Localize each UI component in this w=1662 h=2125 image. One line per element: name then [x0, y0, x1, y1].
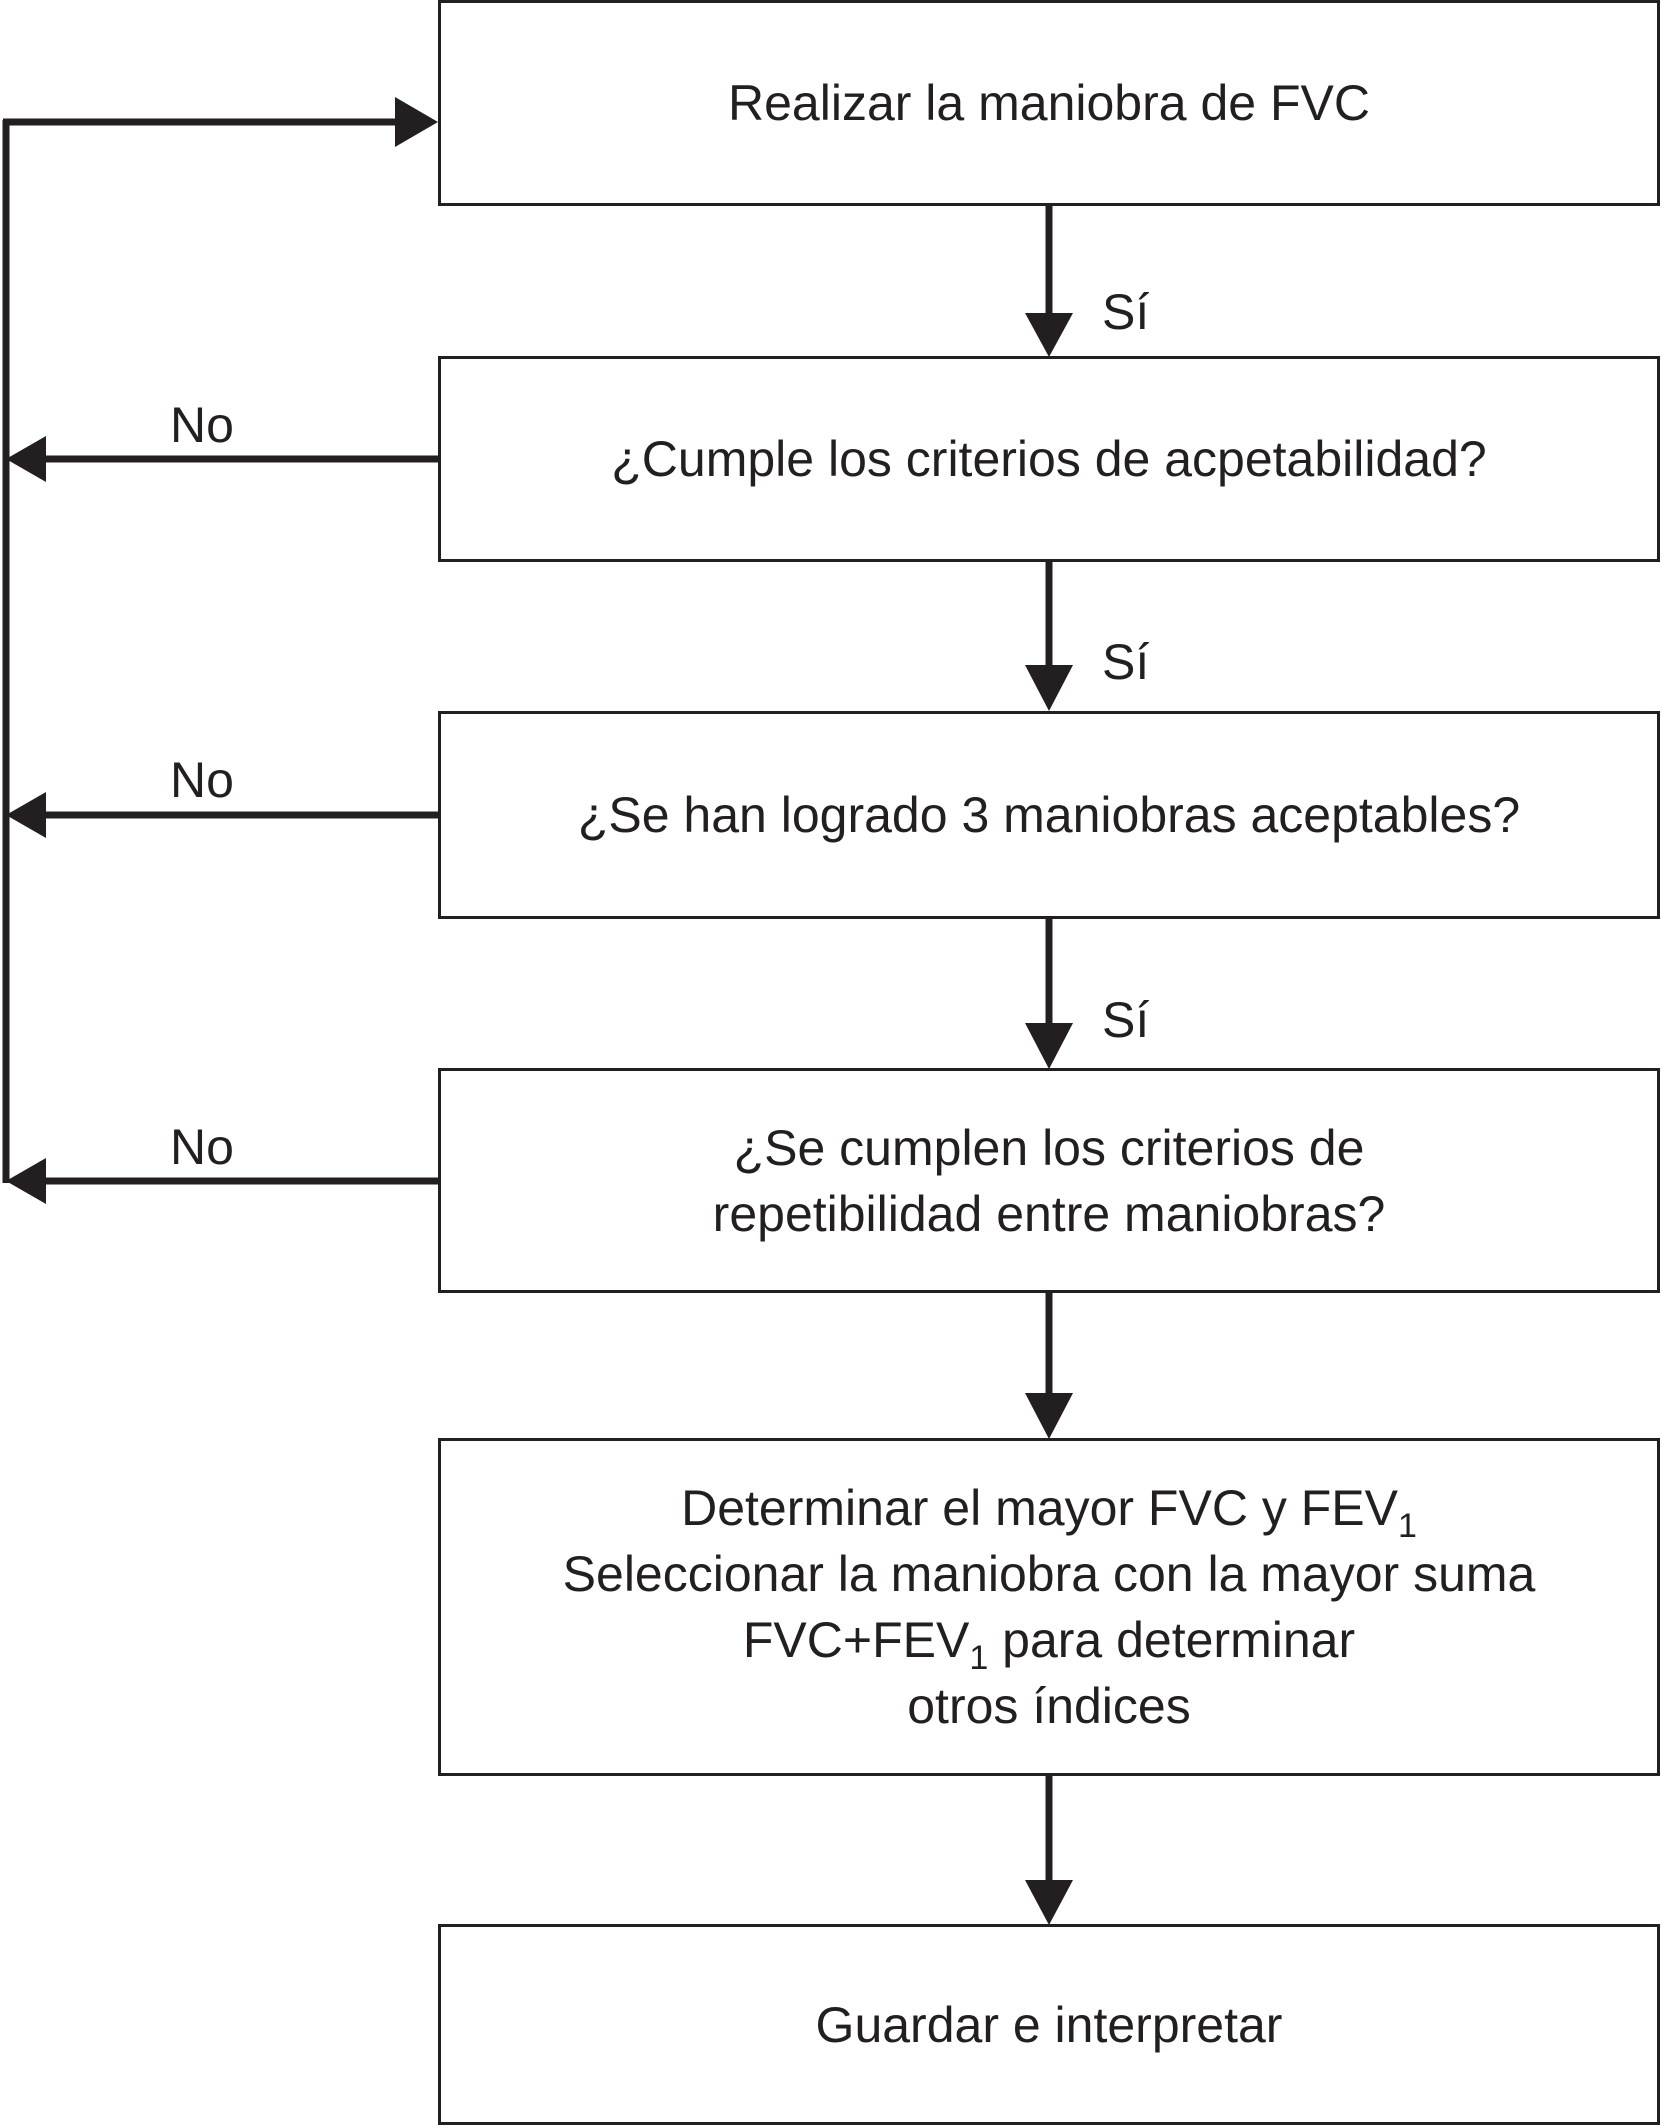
step-acceptability-check: ¿Cumple los criterios de acpetabilidad?	[438, 356, 1660, 562]
step-three-acceptable-check: ¿Se han logrado 3 maniobras aceptables?	[438, 711, 1660, 919]
arrow-5-head	[1025, 1880, 1073, 1925]
no-arrow-3-head	[6, 1158, 46, 1204]
step-perform-maneuver: Realizar la maniobra de FVC	[438, 0, 1660, 206]
determine-line1-text: Determinar el mayor FVC y FEV	[681, 1480, 1398, 1536]
no-arrow-2-head	[6, 792, 46, 838]
no-label-2: No	[170, 752, 234, 808]
arrow-4-head	[1025, 1393, 1073, 1439]
determine-line3-subscript: 1	[969, 1639, 989, 1677]
arrow-3-head	[1025, 1023, 1073, 1069]
no-arrow-1-head	[6, 436, 46, 482]
no-label-3: No	[170, 1119, 234, 1175]
arrow-1-head	[1025, 313, 1073, 357]
step-three-acceptable-text: ¿Se han logrado 3 maniobras aceptables?	[577, 787, 1521, 843]
step-determine-best: Determinar el mayor FVC y FEV1 Seleccion…	[438, 1438, 1660, 1776]
step-save-text: Guardar e interpretar	[815, 1996, 1283, 2053]
arrow-2-head	[1025, 665, 1073, 711]
step-save-interpret: Guardar e interpretar	[438, 1924, 1660, 2125]
yes-label-2: Sí	[1102, 634, 1150, 690]
determine-line3-text-b: para determinar	[988, 1612, 1356, 1668]
determine-line1-subscript: 1	[1397, 1507, 1417, 1545]
step-determine-line4: otros índices	[907, 1678, 1191, 1734]
step-repeatability-line2: repetibilidad entre maniobras?	[712, 1185, 1386, 1242]
step-acceptability-text: ¿Cumple los criterios de acpetabilidad?	[611, 431, 1487, 487]
determine-line3-text-a: FVC+FEV	[742, 1612, 970, 1668]
step-determine-line2: Seleccionar la maniobra con la mayor sum…	[562, 1546, 1536, 1602]
yes-label-3: Sí	[1102, 992, 1150, 1048]
step-determine-line3: FVC+FEV1 para determinar	[742, 1607, 1356, 1675]
step-repeatability-check: ¿Se cumplen los criterios de repetibilid…	[438, 1068, 1660, 1293]
loop-arrowhead	[395, 97, 438, 147]
step-perform-text: Realizar la maniobra de FVC	[728, 75, 1370, 131]
step-repeatability-line1: ¿Se cumplen los criterios de	[733, 1119, 1365, 1176]
no-label-1: No	[170, 397, 234, 453]
step-determine-line1: Determinar el mayor FVC y FEV1	[681, 1475, 1417, 1543]
yes-label-1: Sí	[1102, 284, 1150, 340]
